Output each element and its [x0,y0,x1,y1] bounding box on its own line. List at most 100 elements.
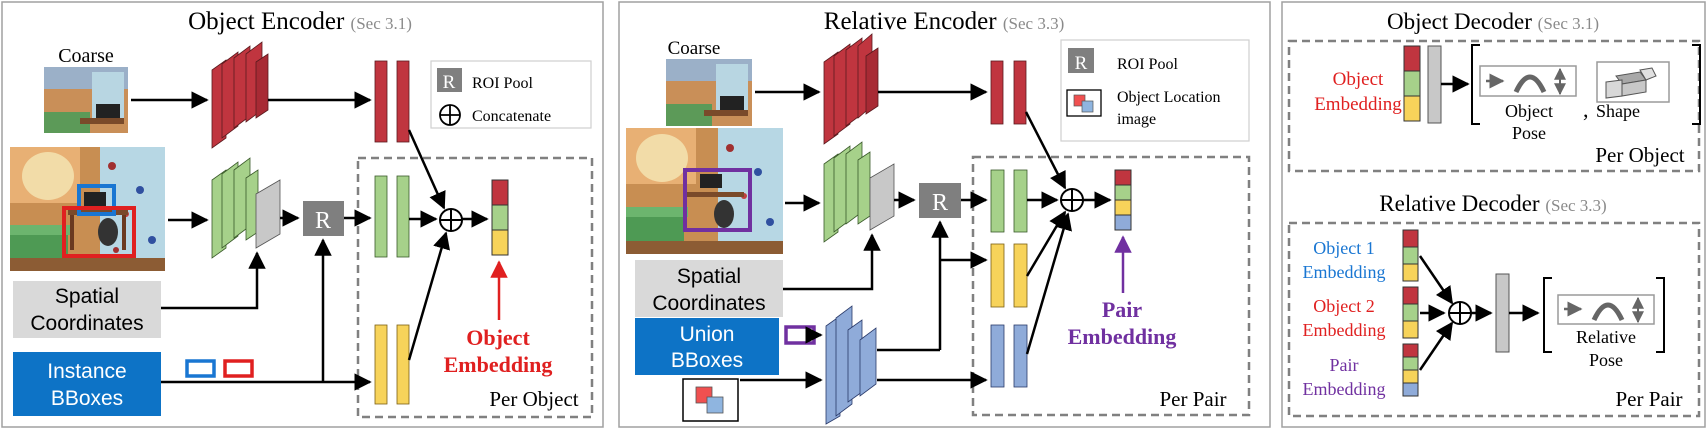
roi-letter: R [315,208,331,234]
legend-location-label-line2: image [1117,111,1156,128]
pair-label-line1: Pair [1330,355,1359,375]
pose-label-line1: Object [1505,101,1553,121]
pose-icon [1479,65,1577,97]
object-embedding-label-line2: Embedding [444,352,553,377]
relative-pose-icon [1557,294,1655,325]
per-pair-region [971,155,1251,417]
bbox-red-icon [223,359,254,378]
fc-green-1 [990,169,1005,233]
pair-embedding-bar [1114,169,1132,231]
legend-location-label-line1: Object Location [1117,89,1221,106]
object-embedding-bar [1403,45,1421,122]
spatial-coordinates-box [635,260,783,317]
legend-concat-label: Concatenate [472,108,551,125]
spatial-label-line1: Spatial [677,265,741,288]
union-label-line1: Union [680,323,735,346]
spatial-coordinates-box [13,281,161,338]
obj2-label-line1: Object 2 [1313,296,1374,316]
object-encoder-panel: Object Encoder (Sec 3.1) Coarse [1,1,604,428]
pose-label-line2: Pose [1512,123,1546,143]
per-pair-label: Per Pair [1615,387,1682,411]
legend-roi-swatch [437,68,462,92]
relative-pose-label-line1: Relative [1576,327,1636,347]
coarse-cnn-block [211,41,269,149]
fc-yellow-1 [374,324,388,405]
per-object-label: Per Object [1595,143,1684,167]
coarse-cnn-block [823,33,879,145]
fc-green-1 [374,175,388,258]
concat-symbol [1060,188,1084,212]
bbox-red-overlay [62,206,136,258]
per-object-region [356,156,594,419]
right-bracket [1692,44,1701,125]
decoders-panel: Object Decoder (Sec 3.1) Object Embeddin… [1281,1,1706,428]
fc-yellow-2 [1013,243,1028,308]
object-decoder-title: Object Decoder (Sec 3.1) [1387,9,1599,34]
fc-blue-1 [990,324,1005,388]
fine-cnn-block [211,157,281,259]
object-embedding-label-line2: Embedding [1314,94,1402,115]
legend-roi-swatch [1068,48,1094,73]
instance-bboxes-box [13,352,161,416]
spatial-label-line2: Coordinates [652,292,765,315]
relative-decoder-arrows [1418,255,1540,371]
left-bracket [1543,277,1552,353]
coarse-image [44,67,128,133]
per-pair-label: Per Pair [1159,387,1226,411]
comma: , [1583,97,1589,122]
concat-symbol [439,208,463,232]
object-encoder-arrows [131,91,489,391]
roi-letter: R [932,190,948,216]
scene-image [626,128,783,254]
decoder-fc-block [1495,273,1510,353]
pair-embedding-bar [1402,343,1419,397]
obj1-label-line1: Object 1 [1313,238,1374,258]
object-embedding-label-line1: Object [466,325,530,350]
fine-cnn-block [823,141,895,243]
fc-red-1 [374,60,388,143]
legend-roi-label: ROI Pool [1117,56,1178,73]
coarse-image [666,59,752,126]
object-embedding-bar [491,179,509,256]
relative-decoder-title: Relative Decoder (Sec 3.3) [1379,191,1606,216]
right-bracket [1656,277,1665,353]
relative-encoder-arrows [740,83,1112,389]
relative-encoder-panel: Relative Encoder (Sec 3.3) Coarse [618,1,1271,428]
per-object-label: Per Object [489,387,578,411]
legend-roi-letter: R [1075,53,1088,74]
spatial-label-line1: Spatial [55,285,119,308]
fc-blue-2 [1013,324,1028,388]
fc-green-2 [1013,169,1028,233]
shape-label: Shape [1596,101,1640,121]
instance-label-line2: BBoxes [51,387,123,410]
object-location-image [682,378,739,422]
legend-location-icon [1066,89,1102,117]
fc-yellow-2 [396,324,410,405]
pair-embedding-label-line2: Embedding [1068,324,1177,349]
decoder-fc-block [1427,45,1442,124]
bbox-blue-icon [185,359,216,378]
relative-pose-label-line2: Pose [1589,350,1623,370]
union-bboxes-box [635,318,779,375]
obj2-label-line2: Embedding [1303,320,1386,340]
fc-red-2 [1013,60,1027,125]
object-encoder-title: Object Encoder (Sec 3.1) [188,8,412,35]
pair-embedding-label-line1: Pair [1102,297,1143,322]
union-bbox-overlay [683,168,752,232]
bbox-blue-overlay [77,184,116,216]
scene-image [10,147,165,271]
union-label-line2: BBoxes [671,349,743,372]
shape-icon [1596,61,1670,103]
spatial-label-line2: Coordinates [30,312,143,335]
legend-concat-icon [439,104,461,126]
concat-symbol [1448,301,1472,325]
fc-yellow-1 [990,243,1005,308]
legend-roi-letter: R [443,72,456,93]
per-pair-region [1287,221,1701,418]
coarse-label: Coarse [58,45,114,67]
roi-pool-box [303,201,344,236]
left-bracket [1471,44,1480,125]
obj2-embedding-bar [1402,286,1419,339]
obj1-label-line2: Embedding [1303,262,1386,282]
